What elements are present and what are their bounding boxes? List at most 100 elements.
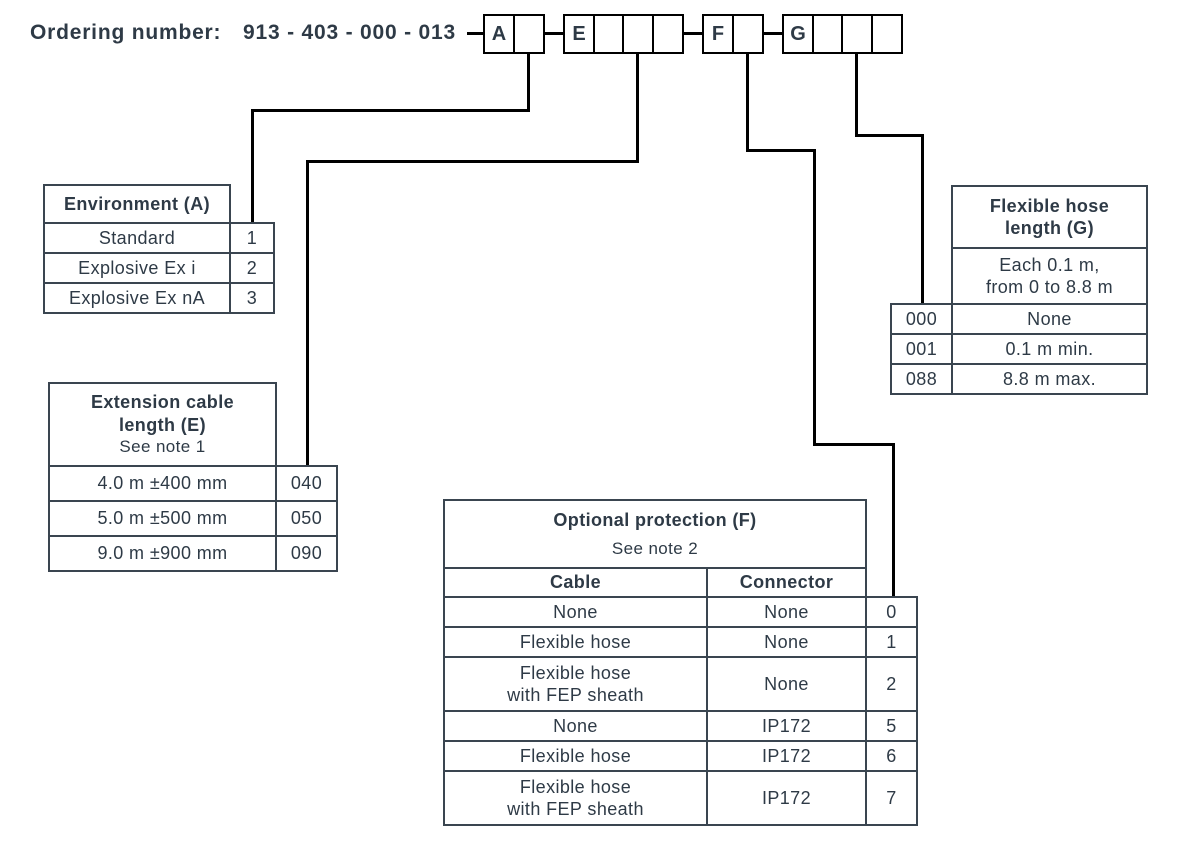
code-digit-cell [592,14,625,54]
code-digit-cell [651,14,684,54]
table-row: 5.0 m ±500 mm 050 [48,500,338,537]
code-letter-cell: F [702,14,734,54]
row-label-cell: Standard [43,222,231,254]
row-label-cell: 5.0 m ±500 mm [48,500,277,537]
cable-cell: Flexible hose [443,626,708,658]
connector-line-f [813,149,816,446]
row-label-cell: 0.1 m min. [951,333,1148,365]
connector-cell: None [706,596,867,628]
table-row: 088 8.8 m max. [890,363,1148,395]
cable-cell: Flexible hose with FEP sheath [443,656,708,712]
row-label-cell: Explosive Ex i [43,252,231,284]
extension-cable-table-note: See note 1 [119,437,206,457]
code-box-group-a: A [483,14,545,54]
ordering-number-value: 913 - 403 - 000 - 013 [243,21,456,44]
code-digit-cell [512,14,545,54]
row-label-cell: 8.8 m max. [951,363,1148,395]
connector-dash [467,31,483,35]
cable-cell: None [443,710,708,742]
extension-cable-table-title: Extension cable length (E) [90,392,235,435]
connector-line-f [892,443,895,601]
connector-column-header: Connector [706,567,867,598]
connector-cell: None [706,626,867,658]
connector-cell: None [706,656,867,712]
connector-line-e [306,160,639,163]
cable-cell: Flexible hose [443,740,708,772]
code-digit-cell [731,14,764,54]
optional-protection-table-note: See note 2 [611,539,699,559]
row-code-cell: 2 [229,252,275,284]
code-letter-cell: G [782,14,814,54]
code-box-group-e: E [563,14,684,54]
table-row: None IP172 5 [443,710,918,742]
environment-table: Environment (A) Standard 1 Explosive Ex … [43,184,275,314]
flexible-hose-range-note: Each 0.1 m, from 0 to 8.8 m [951,247,1148,305]
cable-cell: Flexible hose with FEP sheath [443,770,708,826]
code-digit-cell [811,14,844,54]
connector-line-a [251,109,254,226]
code-letter-cell: E [563,14,595,54]
connector-dash [681,31,703,35]
table-row: 000 None [890,303,1148,335]
flexible-hose-table-title: Flexible hose length (G) [951,185,1148,249]
row-code-cell: 040 [275,465,338,502]
connector-cell: IP172 [706,740,867,772]
connector-line-g [855,53,858,137]
connector-dash [761,31,783,35]
connector-line-f [746,53,749,152]
row-label-cell: 4.0 m ±400 mm [48,465,277,502]
ordering-number-label: Ordering number: [30,21,222,44]
row-code-cell: 3 [229,282,275,314]
row-code-cell: 6 [865,740,918,772]
environment-table-title: Environment (A) [43,184,231,224]
row-code-cell: 7 [865,770,918,826]
row-code-cell: 1 [865,626,918,658]
extension-cable-table: Extension cable length (E) See note 1 4.… [48,382,338,572]
connector-line-f [813,443,895,446]
table-row: None None 0 [443,596,918,628]
row-code-cell: 088 [890,363,953,395]
flexible-hose-table: Flexible hose length (G) Each 0.1 m, fro… [890,185,1148,395]
row-code-cell: 090 [275,535,338,572]
table-row: 9.0 m ±900 mm 090 [48,535,338,572]
table-row: 4.0 m ±400 mm 040 [48,465,338,502]
connector-line-g [855,134,924,137]
table-row: 001 0.1 m min. [890,333,1148,365]
row-code-cell: 2 [865,656,918,712]
optional-protection-table-header: Optional protection (F) See note 2 [443,499,867,569]
table-row: Flexible hose with FEP sheath IP172 7 [443,770,918,826]
code-box-group-g: G [782,14,903,54]
extension-cable-table-header: Extension cable length (E) See note 1 [48,382,277,467]
row-code-cell: 5 [865,710,918,742]
connector-line-g [921,134,924,307]
table-row: Standard 1 [43,222,275,254]
code-digit-cell [841,14,873,54]
table-row: Flexible hose with FEP sheath None 2 [443,656,918,712]
optional-protection-table: Optional protection (F) See note 2 Cable… [443,499,918,826]
table-row: Explosive Ex i 2 [43,252,275,284]
row-label-cell: Explosive Ex nA [43,282,231,314]
row-code-cell: 1 [229,222,275,254]
code-box-group-f: F [702,14,764,54]
row-code-cell: 001 [890,333,953,365]
connector-dash [542,31,564,35]
connector-cell: IP172 [706,770,867,826]
connector-line-e [636,53,639,163]
row-code-cell: 0 [865,596,918,628]
code-digit-cell [870,14,903,54]
connector-line-e [306,160,309,468]
row-code-cell: 050 [275,500,338,537]
connector-cell: IP172 [706,710,867,742]
table-row: Flexible hose IP172 6 [443,740,918,772]
code-digit-cell [622,14,654,54]
connector-line-f [746,149,816,152]
code-letter-cell: A [483,14,515,54]
cable-cell: None [443,596,708,628]
row-label-cell: None [951,303,1148,335]
connector-line-a [527,53,530,112]
table-row: Flexible hose None 1 [443,626,918,658]
connector-line-a [251,109,530,112]
table-row: Explosive Ex nA 3 [43,282,275,314]
row-code-cell: 000 [890,303,953,335]
